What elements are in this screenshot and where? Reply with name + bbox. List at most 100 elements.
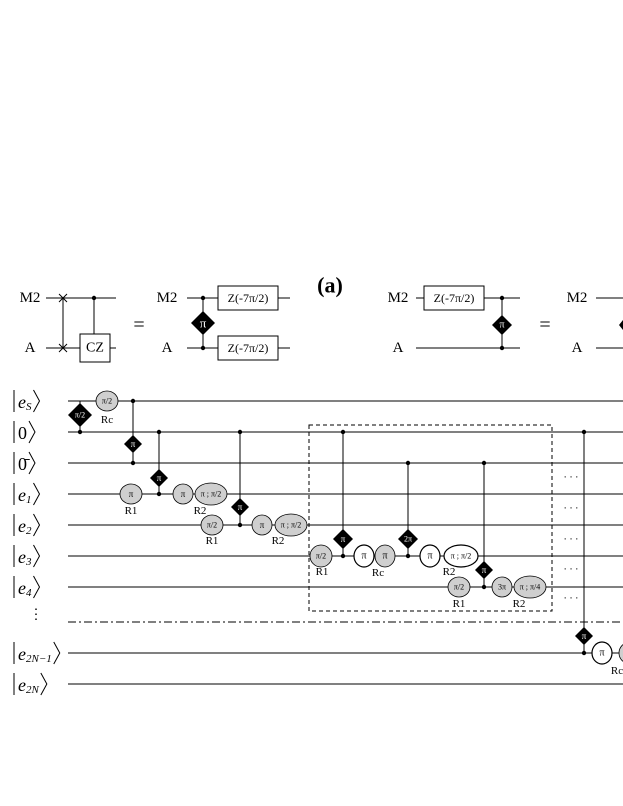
ket-symbol: e2	[18, 516, 32, 537]
label-r1-b: R1	[206, 535, 219, 547]
diamond-pi-6	[475, 561, 493, 579]
diamond-pi-4-label: π	[238, 502, 243, 512]
ket-symbol: 0̄	[18, 454, 30, 474]
ellipsis-2: · · ·	[564, 535, 579, 546]
label-a-left: A	[25, 340, 36, 356]
gate-pi-white-1	[353, 544, 375, 568]
gate-r1-e2-label: π/2	[207, 521, 217, 530]
label-a-right: A	[393, 340, 404, 356]
label-r1-a: R1	[125, 505, 138, 517]
panel-label: (a)	[317, 273, 343, 298]
ket-angle	[40, 672, 48, 696]
label-a-mid: A	[162, 340, 173, 356]
cz-label: CZ	[86, 341, 104, 356]
diamond-pi-2-label: π	[131, 439, 136, 449]
control-dot	[77, 429, 83, 435]
ket-8: e2N	[13, 672, 48, 696]
control-dot	[405, 553, 411, 559]
diamond-2pi	[398, 529, 418, 549]
gate-pi-e1-label: π	[181, 489, 186, 499]
gate-3pi	[491, 576, 513, 598]
label-r2-d: R2	[513, 598, 526, 610]
gate-r1-e4	[447, 576, 471, 598]
ket-symbol: e2N	[18, 675, 40, 696]
ket-5: e3	[13, 544, 41, 568]
label-rc-far: Rc	[611, 665, 623, 677]
label-m2-far: M2	[567, 290, 588, 306]
ket-angle	[33, 544, 41, 568]
label-rc-1: Rc	[101, 414, 113, 426]
ellipsis-3: · · ·	[564, 565, 579, 576]
gate-r1-e2	[200, 514, 224, 536]
diamond-pi2	[68, 403, 92, 427]
pi-diamond-right	[492, 315, 512, 335]
ellipsis-0: · · ·	[564, 473, 579, 484]
control-dot	[130, 398, 136, 404]
z-box-top	[217, 285, 279, 311]
ket-angle	[28, 420, 36, 444]
gate-pi-white-far-label: π	[599, 648, 604, 659]
ket-4: e2	[13, 513, 41, 537]
z-label-top: Z(-7π/2)	[228, 291, 269, 305]
label-r2-b: R2	[272, 535, 285, 547]
ket-symbol: e4	[18, 578, 32, 599]
label-r1-c: R1	[316, 566, 329, 578]
control-dot	[481, 584, 487, 590]
z-label-bottom: Z(-7π/2)	[228, 341, 269, 355]
diamond-pi-5-label: π	[341, 534, 346, 544]
gate-r2-e2-label: π ; π/2	[281, 521, 302, 530]
diamond-pi2-label: π/2	[75, 411, 85, 420]
gate-rc-pi2	[95, 390, 119, 412]
gate-rc-pi-label: π	[382, 551, 387, 562]
pi-diamond-mid-label: π	[200, 316, 207, 331]
control-dot	[581, 429, 587, 435]
control-dot	[405, 460, 411, 466]
label-rc-2: Rc	[372, 567, 384, 579]
ket-1: 0	[13, 420, 36, 444]
gate-r1-e3-label: π/2	[316, 552, 326, 561]
ket-angle	[33, 513, 41, 537]
ket-2: 0̄	[13, 451, 36, 475]
label-r2-a: R2	[194, 505, 207, 517]
gate-3pi-label: 3π	[498, 583, 506, 592]
control-dot	[581, 650, 587, 656]
ket-angle	[33, 575, 41, 599]
gate-rc-pi	[374, 544, 396, 568]
diamond-pi-2	[124, 435, 142, 453]
diamond-2pi-label: 2π	[404, 535, 412, 544]
ket-angle	[28, 451, 36, 475]
ket-symbol: eS	[18, 392, 32, 413]
z-box-right	[423, 285, 485, 311]
ket-angle	[33, 482, 41, 506]
gate-r2-e4-label: π ; π/4	[520, 583, 541, 592]
gate-clipped-far	[618, 644, 623, 662]
clipped-diamond	[619, 320, 623, 330]
control-dot	[156, 491, 162, 497]
label-r2-c: R2	[443, 566, 456, 578]
z-label-right: Z(-7π/2)	[434, 291, 475, 305]
gate-r1-pi-a-label: π	[129, 489, 134, 499]
gate-r2-white	[443, 544, 479, 568]
gate-r2-e1	[194, 482, 228, 506]
diamond-pi-3	[150, 469, 168, 487]
gate-pi-white-2	[419, 544, 441, 568]
control-dot	[340, 429, 346, 435]
pi-diamond-mid	[191, 311, 215, 335]
vdots: ⋮	[29, 608, 43, 623]
control-dot	[237, 429, 243, 435]
ket-7: e2N−1	[13, 641, 61, 665]
label-m2-left: M2	[20, 290, 41, 306]
control-dot	[156, 429, 162, 435]
ket-angle	[53, 641, 61, 665]
ket-angle	[33, 389, 41, 413]
diamond-pi-6-label: π	[482, 565, 487, 575]
diamond-pi-5	[333, 529, 353, 549]
dashed-block	[308, 424, 553, 612]
control-dot	[237, 522, 243, 528]
gate-pi-e1	[172, 483, 194, 505]
ellipsis-1: · · ·	[564, 504, 579, 515]
control-dot	[340, 553, 346, 559]
equals-left: =	[133, 314, 144, 336]
control-dot	[130, 460, 136, 466]
